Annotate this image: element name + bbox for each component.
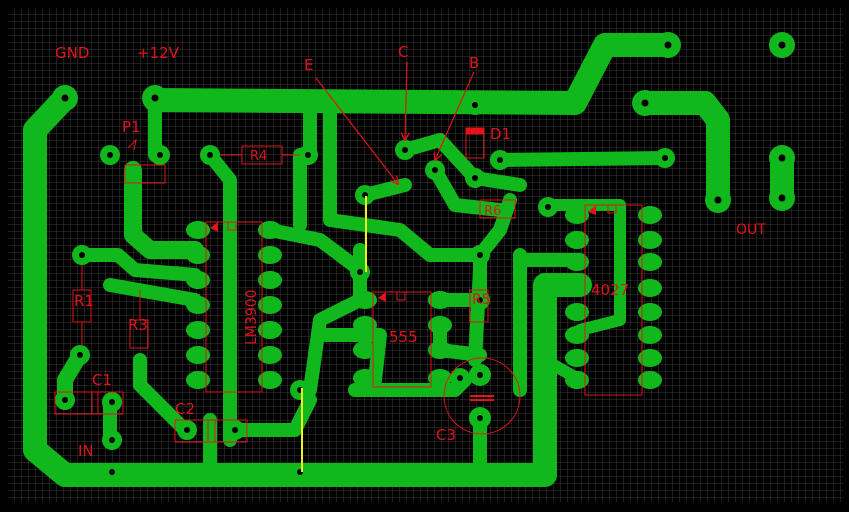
label-r5: R5 (472, 292, 491, 308)
label-in: IN (78, 442, 94, 460)
ic555-outline (372, 291, 432, 388)
label-d1: D1 (490, 125, 511, 143)
arrow-e (315, 77, 398, 184)
label-c1: C1 (92, 371, 112, 389)
pin1-markers (210, 205, 596, 302)
label-r4: R4 (250, 149, 267, 164)
label-c2: C2 (175, 400, 195, 418)
label-e: E (304, 56, 313, 74)
r3-outline (129, 319, 149, 349)
d1-band (465, 127, 485, 135)
p1-outline (124, 164, 166, 184)
ic4027-outline (584, 204, 643, 396)
label-4027: 4027 (591, 281, 629, 299)
label-b: B (469, 54, 479, 72)
label-r3: R3 (128, 316, 148, 334)
supply-track (143, 33, 680, 115)
ground-track (23, 86, 592, 487)
output-track (633, 91, 730, 212)
label-555: 555 (389, 328, 418, 346)
r5-outline (469, 289, 489, 323)
c3-outline (443, 357, 521, 435)
c1-outline (54, 391, 124, 415)
label-lm3900: LM3900 (244, 289, 260, 345)
arrow-b (435, 71, 475, 160)
label-c: C (398, 43, 408, 61)
c2-outline (174, 419, 248, 443)
lm3900-pins (186, 221, 282, 389)
ic555-pins (353, 291, 452, 387)
label-gnd: GND (55, 44, 89, 62)
ic4027-pins (565, 206, 662, 389)
label-r6: R6 (484, 204, 501, 219)
transistor-arrows (315, 61, 475, 184)
label-r1: R1 (74, 292, 94, 310)
label-12v: +12V (137, 44, 180, 62)
arrow-c (405, 61, 407, 140)
label-c3: C3 (436, 426, 456, 444)
r6-outline (479, 199, 516, 219)
label-p1: P1 (122, 118, 141, 136)
silkscreen-outlines (54, 127, 643, 443)
lm3900-outline (205, 221, 263, 393)
label-out: OUT (736, 222, 766, 238)
jumper-wires (301, 196, 367, 472)
silkscreen-labels: GND +12V P1 R4 E C B D1 R6 OUT R1 R3 LM3… (55, 43, 766, 460)
